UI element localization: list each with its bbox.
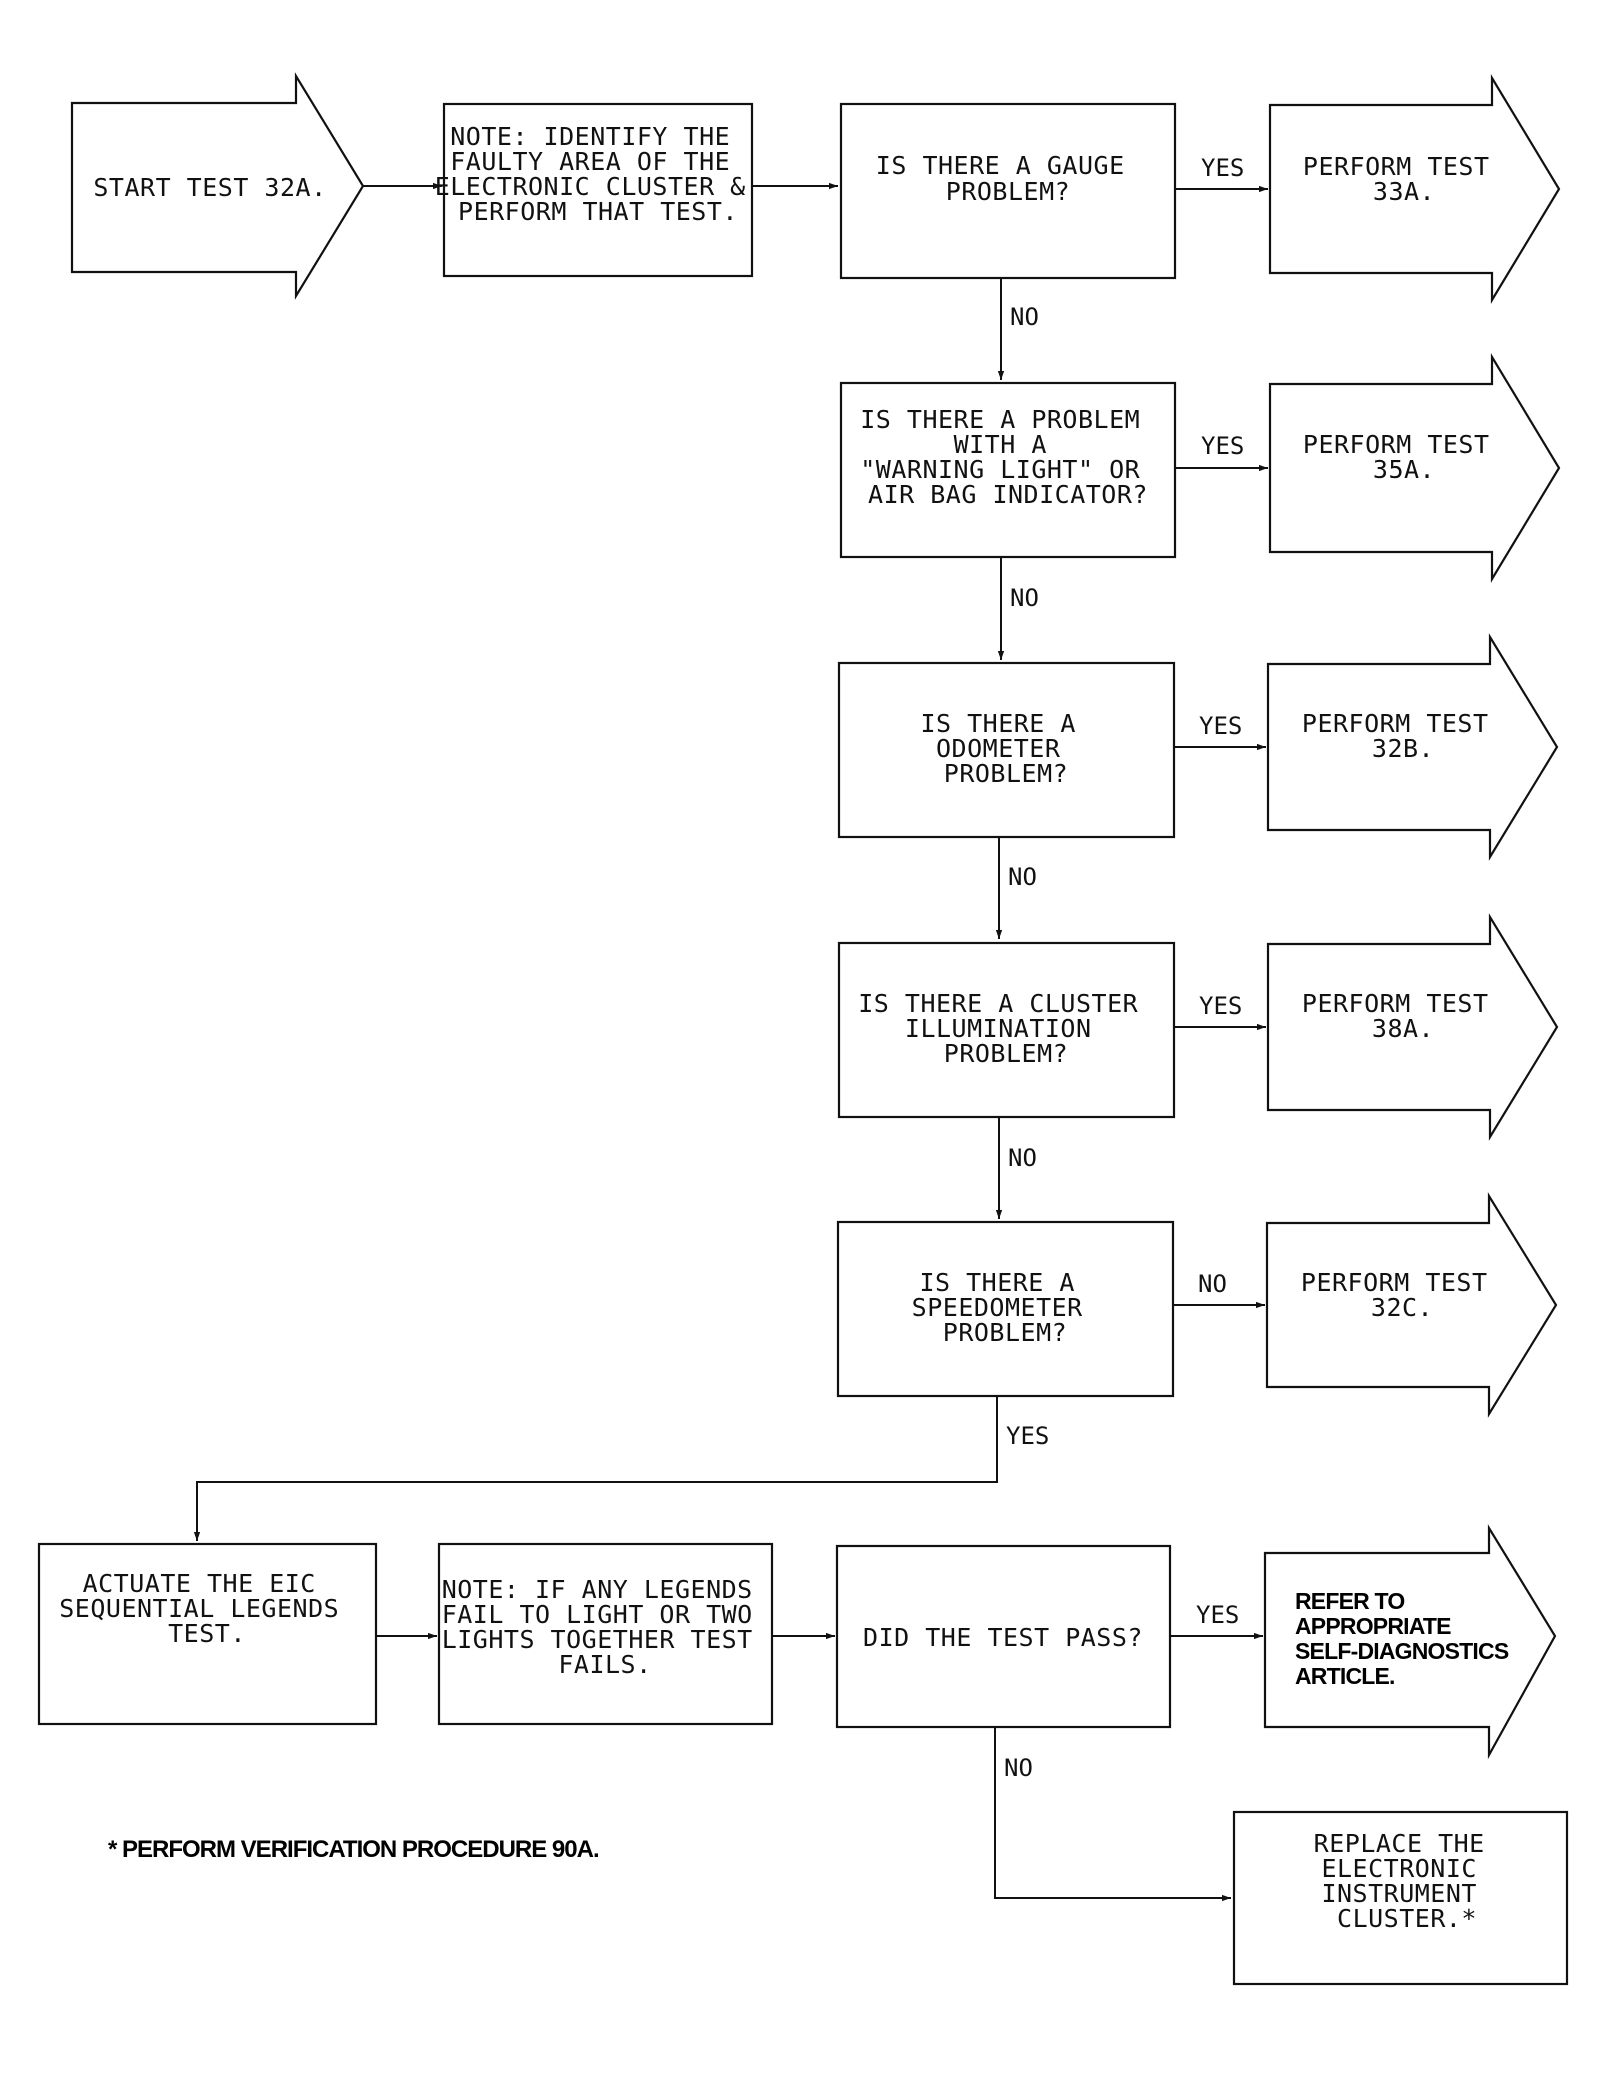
- illumination-question-text: IS THERE A CLUSTER ILLUMINATION PROBLEM?: [858, 989, 1154, 1068]
- illumination-no-label: NO: [1008, 1144, 1037, 1172]
- illumination-decision-box: [837, 941, 1176, 1119]
- arrow-pass-no: [994, 1727, 1231, 1902]
- refer-text: REFER TO APPROPRIATE SELF-DIAGNOSTICS AR…: [1295, 1588, 1514, 1689]
- gauge-no-label: NO: [1010, 303, 1039, 331]
- result-33a-text: PERFORM TEST 33A.: [1303, 152, 1505, 206]
- arrow-speedometer-yes: [193, 1396, 998, 1541]
- replace-text: REPLACE THE ELECTRONIC INSTRUMENT CLUSTE…: [1314, 1829, 1501, 1933]
- note-legends-box: [437, 1542, 774, 1726]
- footnote: * PERFORM VERIFICATION PROCEDURE 90A.: [108, 1836, 599, 1863]
- labels: START TEST 32A. NOTE: IDENTIFY THE FAULT…: [59, 122, 1514, 1933]
- odometer-question-text: IS THERE A ODOMETER PROBLEM?: [920, 709, 1091, 788]
- odometer-decision-box: [837, 661, 1176, 839]
- speedometer-question-text: IS THERE A SPEEDOMETER PROBLEM?: [912, 1268, 1099, 1347]
- result-38a-arrow-shape: [1266, 913, 1559, 1141]
- speedometer-no-label: NO: [1198, 1270, 1227, 1298]
- pass-yes-label: YES: [1196, 1601, 1239, 1629]
- result-38a-text: PERFORM TEST 38A.: [1302, 989, 1504, 1043]
- shapes: [37, 72, 1569, 1986]
- actuate-box: [37, 1542, 378, 1726]
- gauge-decision-box: [839, 102, 1177, 280]
- result-32b-text: PERFORM TEST 32B.: [1302, 709, 1504, 763]
- start-arrow-shape: [70, 72, 365, 300]
- note-legends-text: NOTE: IF ANY LEGENDS FAIL TO LIGHT OR TW…: [442, 1575, 769, 1679]
- refer-arrow-shape: [1263, 1524, 1557, 1760]
- result-32b-arrow-shape: [1266, 633, 1559, 861]
- note-identify-text: NOTE: IDENTIFY THE FAULTY AREA OF THE EL…: [435, 122, 762, 226]
- pass-decision-box: [835, 1544, 1172, 1729]
- warning-yes-label: YES: [1201, 432, 1244, 460]
- warning-decision-box: [839, 381, 1177, 559]
- speedometer-decision-box: [836, 1220, 1175, 1398]
- illumination-yes-label: YES: [1199, 992, 1242, 1020]
- pass-question-text: DID THE TEST PASS?: [863, 1623, 1143, 1652]
- note-identify-box: [442, 102, 754, 278]
- gauge-yes-label: YES: [1201, 154, 1244, 182]
- actuate-text: ACTUATE THE EIC SEQUENTIAL LEGENDS TEST.: [59, 1569, 355, 1648]
- warning-question-text: IS THERE A PROBLEM WITH A "WARNING LIGHT…: [860, 405, 1156, 509]
- connectors: [193, 182, 1268, 1902]
- gauge-question-text: IS THERE A GAUGE PROBLEM?: [876, 151, 1140, 206]
- warning-no-label: NO: [1010, 584, 1039, 612]
- result-32c-arrow-shape: [1265, 1192, 1558, 1418]
- odometer-no-label: NO: [1008, 863, 1037, 891]
- odometer-yes-label: YES: [1199, 712, 1242, 740]
- pass-no-label: NO: [1004, 1754, 1033, 1782]
- result-33a-arrow-shape: [1268, 74, 1561, 304]
- start-label: START TEST 32A.: [93, 173, 326, 202]
- result-35a-arrow-shape: [1268, 353, 1561, 583]
- speedometer-yes-label: YES: [1006, 1422, 1049, 1450]
- result-35a-text: PERFORM TEST 35A.: [1303, 430, 1505, 484]
- result-32c-text: PERFORM TEST 32C.: [1301, 1268, 1503, 1322]
- replace-box: [1232, 1810, 1569, 1986]
